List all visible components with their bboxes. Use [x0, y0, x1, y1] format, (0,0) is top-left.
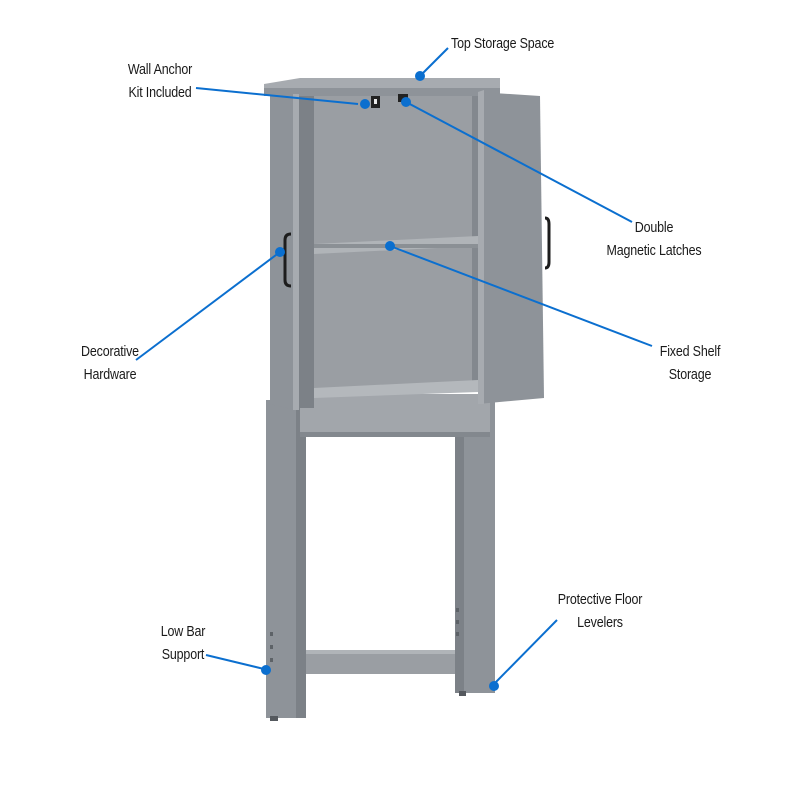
cabinet-top-front [264, 88, 500, 96]
dot-fixed-shelf [385, 241, 395, 251]
label-floor-levelers-line-2: Levelers [577, 615, 623, 631]
left-door-front [293, 94, 299, 410]
cabinet-bottom [314, 380, 478, 398]
label-magnetic-latches-line-2: Magnetic Latches [606, 243, 702, 259]
right-leveler [459, 691, 466, 696]
callout-lines [135, 47, 653, 685]
fixed-shelf-edge [314, 244, 478, 248]
label-hardware-line-1: Decorative [81, 344, 139, 360]
label-floor-levelers-line-1: Protective Floor [557, 592, 643, 608]
right-leg-side [455, 398, 464, 693]
dot-floor-levelers [489, 681, 499, 691]
apron [300, 394, 490, 436]
label-wall-anchor-line-1: Wall Anchor [127, 62, 193, 78]
callout-dots [261, 71, 499, 691]
apron-bottom [300, 432, 490, 437]
dot-top-storage [415, 71, 425, 81]
label-low-bar: Low Bar Support [144, 621, 221, 667]
label-floor-levelers: Protective Floor Levelers [547, 589, 654, 635]
left-leveler [270, 716, 278, 721]
cabinet-illustration [264, 78, 551, 721]
dot-hardware [275, 247, 285, 257]
wall-anchor-hole [374, 99, 377, 104]
right-door-handle [544, 216, 551, 270]
label-magnetic-latches: Double Magnetic Latches [602, 217, 705, 263]
label-fixed-shelf-line-2: Storage [668, 367, 712, 383]
label-top-storage: Top Storage Space [451, 33, 554, 56]
label-magnetic-latches-line-1: Double [634, 220, 674, 236]
dot-magnetic-latches [401, 97, 411, 107]
left-leg-side [296, 400, 306, 718]
right-door-edge [478, 90, 484, 404]
left-door-handle [283, 232, 292, 288]
dot-low-bar [261, 665, 271, 675]
label-hardware: Decorative Hardware [67, 341, 153, 387]
right-door [478, 92, 544, 404]
label-wall-anchor: Wall Anchor Kit Included [117, 59, 203, 105]
label-low-bar-line-2: Support [161, 647, 205, 663]
low-bar-top [306, 650, 455, 654]
dot-wall-anchor [360, 99, 370, 109]
label-wall-anchor-line-2: Kit Included [128, 85, 192, 101]
label-fixed-shelf: Fixed Shelf Storage [647, 341, 733, 387]
leg-adjustment-holes [270, 608, 459, 662]
label-top-storage-line-1: Top Storage Space [451, 36, 555, 52]
label-low-bar-line-1: Low Bar [160, 624, 206, 640]
label-fixed-shelf-line-1: Fixed Shelf [659, 344, 721, 360]
label-hardware-line-2: Hardware [83, 367, 137, 383]
